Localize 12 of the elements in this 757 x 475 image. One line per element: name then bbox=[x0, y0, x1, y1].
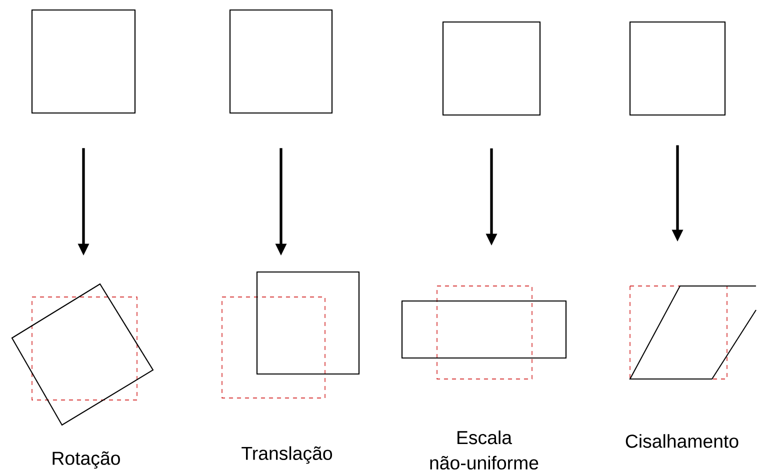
transformed-square-drawing bbox=[11, 283, 154, 426]
transformation-label: Translação bbox=[242, 446, 332, 464]
transformed-square-drawing bbox=[629, 285, 756, 380]
square bbox=[629, 21, 726, 116]
transformation-label: Rotação bbox=[52, 451, 120, 469]
square bbox=[442, 21, 541, 116]
transformed-square-drawing bbox=[401, 286, 567, 380]
square bbox=[229, 9, 333, 114]
transformation-label: Cisalhamento bbox=[626, 434, 738, 448]
square bbox=[31, 9, 136, 114]
transformation-label: Escala não-uniforme bbox=[430, 430, 538, 470]
transformed-square-drawing bbox=[222, 271, 360, 398]
